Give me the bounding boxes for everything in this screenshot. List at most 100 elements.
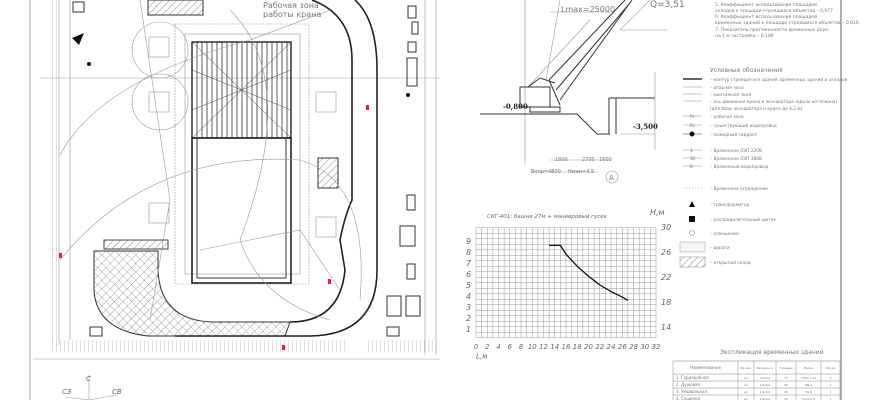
open-storage (147, 0, 204, 16)
compass-northeast-label: СВ (112, 388, 122, 396)
table-cell: 1 (830, 383, 832, 387)
base-label: Вопр=4800 (531, 169, 561, 175)
legend-label: – ось движения крана и экскаватора (вдол… (710, 99, 837, 105)
x-tick-label: 22 (595, 343, 604, 351)
table-cell: 2,9х9,0 (760, 397, 771, 400)
legend-label: – контур строящегося здания, временных з… (710, 76, 848, 83)
y-tick-label-right: 26 (661, 248, 671, 257)
y-axis-right-label: H,м (650, 208, 665, 217)
table-header: Размеры, м (757, 366, 774, 370)
legend-label: – Временная ЛЭП 380В (710, 156, 762, 162)
legend-code: 3б (690, 156, 696, 161)
crane-load-chart: СКГ-401: башня 27м + маневровый гусек H,… (466, 208, 671, 361)
legend-label: – существующий водопровод (710, 122, 777, 129)
compass-rose: С СЗ СВ (62, 375, 122, 400)
legend-code: Рз (690, 114, 695, 119)
y-tick-label-right: 18 (661, 298, 671, 307)
load-label: Q=3,51 (650, 0, 685, 10)
temporary-building (89, 326, 103, 337)
temporary-road-inner (289, 0, 353, 323)
note-line: 6. Коэффициент использования площадей (715, 13, 817, 20)
legend-label: – открытый склад (710, 259, 751, 266)
table-cell: 1 (830, 397, 832, 400)
axis-label: А (609, 174, 614, 182)
legend-item: – дороги (679, 241, 730, 253)
road-symbol (679, 241, 706, 253)
hmin-label: Hмин=4,5 (568, 169, 594, 175)
table-cell: шт (744, 397, 749, 400)
level-left-label: -0,800 (503, 102, 528, 111)
legend-code: 3 (690, 148, 693, 153)
x-tick-label: 4 (496, 343, 500, 351)
legend-code: В (690, 164, 693, 169)
x-tick-label: 0 (474, 343, 479, 351)
transformer-icon (689, 201, 695, 207)
legend-item: В– Временный водопровод (683, 163, 768, 170)
table-cell: 2,9х9,0 (760, 390, 771, 394)
y-tick-label-left: 9 (466, 237, 471, 246)
y-tick-label-left: 5 (466, 281, 471, 290)
table-cell: УК-8 (805, 390, 812, 394)
legend-title: Условные обозначения (710, 67, 783, 74)
axis-marker (605, 170, 619, 184)
hydrant-marker (366, 105, 369, 110)
legend-item: – открытый склад (679, 256, 751, 268)
x-tick-label: 28 (629, 343, 638, 351)
legend-item: – освещение (689, 230, 739, 237)
legend-item: Рз – рабочая зона (683, 114, 744, 120)
note-line: 5. Коэффициент использования площадей (715, 1, 817, 8)
x-tick-label: 24 (607, 343, 616, 351)
y-tick-label-left: 4 (466, 292, 471, 301)
legend: Условные обозначения – контур строящегос… (679, 67, 848, 268)
legend-label: (для базы экскаватора и крана до 4,2 м) (710, 106, 803, 112)
temporary-road-outer (175, 0, 378, 337)
dimension-label: 2700 (582, 157, 595, 163)
x-tick-label: 10 (528, 343, 537, 351)
x-tick-label: 32 (652, 343, 661, 351)
notes: 5. Коэффициент использования площадей ск… (715, 1, 859, 39)
compass-north-label: С (86, 375, 91, 383)
note-line: временных зданий к площади строящихся об… (715, 19, 859, 26)
legend-item: – Временное ограждение (683, 186, 768, 192)
crane-zone (131, 21, 189, 79)
legend-label: – опасная зона (710, 86, 744, 91)
temporary-buildings-table: Экспликация временных зданий Наименовани… (672, 349, 841, 400)
y-tick-label-right: 14 (661, 323, 671, 332)
table-cell: шт (744, 376, 749, 380)
x-axis-label: L,м (476, 353, 488, 361)
x-tick-label: 6 (508, 343, 513, 351)
x-tick-label: 20 (584, 343, 593, 351)
hydrant-icon (689, 131, 695, 137)
ground-line (480, 113, 610, 135)
table-cell: 26 (784, 390, 788, 394)
note-line: складов к площади строящихся объектов – … (715, 8, 833, 14)
table-cell: 27 (784, 376, 788, 380)
compass-northwest-label: СЗ (62, 388, 72, 396)
table-header: Кол-во (826, 366, 836, 370)
table-cell: 1. Гардеробная (676, 375, 709, 380)
legend-item: 3– Временная ЛЭП 220В (683, 148, 762, 154)
table-cell: ВД-4 (805, 383, 812, 387)
table-cell: 2,9х9,0 (760, 383, 771, 387)
temporary-fence-bottom-right (368, 340, 440, 352)
light-icon (87, 62, 91, 66)
note-line: на 1 м застройки – 0,186 (715, 32, 774, 39)
open-storage (103, 239, 169, 250)
transformer-icon (72, 33, 84, 45)
lmax-label: Lmax=25000 (561, 5, 615, 14)
y-tick-label-left: 8 (466, 248, 471, 257)
x-tick-label: 16 (562, 343, 571, 351)
hydrant-marker (328, 279, 331, 284)
y-tick-label-right: 22 (661, 273, 671, 282)
note-line: 7. Показатель протяженности временных до… (715, 27, 830, 33)
legend-label: – рабочая зона (710, 114, 744, 120)
table-header: Марка (804, 366, 814, 370)
table-cell: ГОСС-С-9 (802, 397, 816, 400)
legend-label: – пожарный гидрант (710, 131, 758, 138)
work-zone-label: Рабочая зона (263, 1, 319, 10)
